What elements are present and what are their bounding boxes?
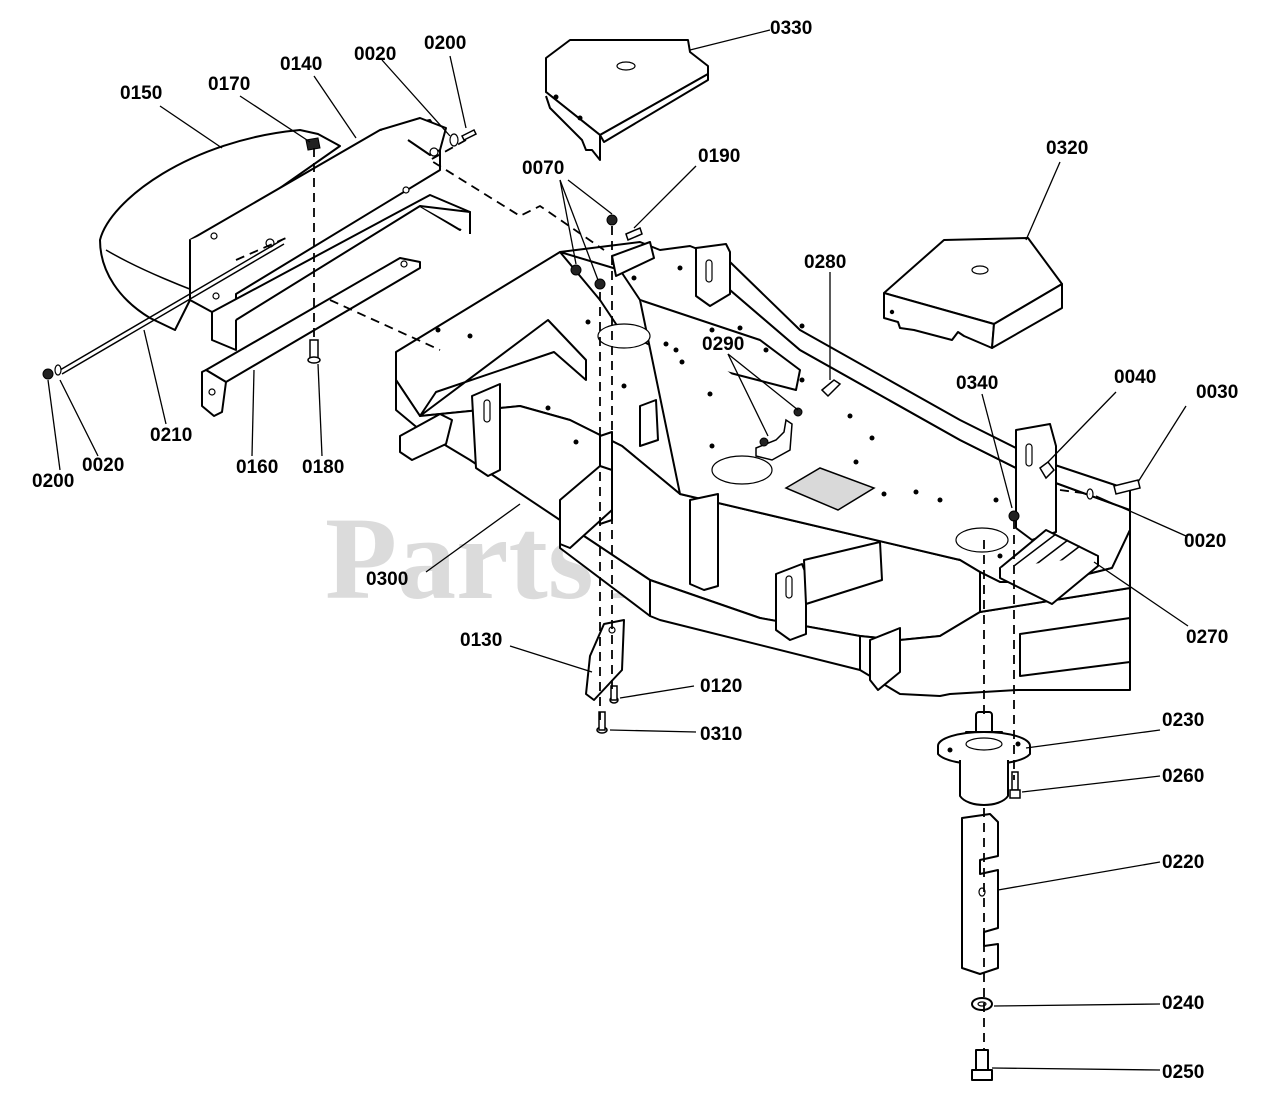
callout-0280[interactable]: 0280 xyxy=(804,252,846,273)
callout-0200-left[interactable]: 0200 xyxy=(32,471,74,492)
deflector-plate-0160[interactable] xyxy=(201,257,421,417)
foot-rest-0270[interactable] xyxy=(999,529,1099,605)
belt-cover-0320[interactable] xyxy=(883,237,1063,349)
leader-lines xyxy=(47,29,1189,1071)
callout-0310[interactable]: 0310 xyxy=(700,724,742,745)
spindle-0230[interactable] xyxy=(937,711,1031,806)
callout-0150[interactable]: 0150 xyxy=(120,83,162,104)
callout-0160[interactable]: 0160 xyxy=(236,457,278,478)
callout-0290[interactable]: 0290 xyxy=(702,334,744,355)
washer-0020-top[interactable] xyxy=(449,133,459,147)
callout-0130[interactable]: 0130 xyxy=(460,630,502,651)
washer-0240[interactable] xyxy=(971,997,993,1011)
callout-0340[interactable]: 0340 xyxy=(956,373,998,394)
bracket-0130[interactable] xyxy=(585,619,625,701)
callout-0200-top[interactable]: 0200 xyxy=(424,33,466,54)
callout-0120[interactable]: 0120 xyxy=(700,676,742,697)
clip-0040[interactable] xyxy=(1039,460,1055,480)
callout-0230[interactable]: 0230 xyxy=(1162,710,1204,731)
deflector-bracket-0140[interactable] xyxy=(189,117,471,351)
callout-0070[interactable]: 0070 xyxy=(522,158,564,179)
bolt-0190[interactable] xyxy=(625,226,643,242)
callout-0190[interactable]: 0190 xyxy=(698,146,740,167)
bolt-0280[interactable] xyxy=(820,379,842,398)
callout-0210[interactable]: 0210 xyxy=(150,425,192,446)
callout-0180[interactable]: 0180 xyxy=(302,457,344,478)
mower-deck-0300[interactable] xyxy=(395,241,1131,697)
callout-0240[interactable]: 0240 xyxy=(1162,993,1204,1014)
callout-0220[interactable]: 0220 xyxy=(1162,852,1204,873)
washer-0020-left[interactable] xyxy=(54,364,62,376)
callout-0330[interactable]: 0330 xyxy=(770,18,812,39)
nut-0200-left[interactable] xyxy=(42,368,54,380)
rod-0210[interactable] xyxy=(59,239,285,375)
bolt-0260[interactable] xyxy=(1009,771,1021,799)
callout-0270[interactable]: 0270 xyxy=(1186,627,1228,648)
nut-0170[interactable] xyxy=(305,137,321,151)
bolt-0250[interactable] xyxy=(971,1049,993,1081)
callout-0320[interactable]: 0320 xyxy=(1046,138,1088,159)
callout-0260[interactable]: 0260 xyxy=(1162,766,1204,787)
callout-0030[interactable]: 0030 xyxy=(1196,382,1238,403)
deck-holes xyxy=(435,265,1003,559)
callout-0040[interactable]: 0040 xyxy=(1114,367,1156,388)
nut-0340[interactable] xyxy=(1008,510,1020,522)
callout-0300[interactable]: 0300 xyxy=(366,569,408,590)
belt-cover-0330[interactable] xyxy=(545,39,709,161)
nuts-0070[interactable] xyxy=(570,214,618,290)
callout-0020-left[interactable]: 0020 xyxy=(82,455,124,476)
bracket-0290[interactable] xyxy=(755,407,803,461)
bolt-0180[interactable] xyxy=(307,339,321,364)
callout-0170[interactable]: 0170 xyxy=(208,74,250,95)
callout-0020-top[interactable]: 0020 xyxy=(354,44,396,65)
assembly-lines xyxy=(235,139,1091,1050)
callout-0140[interactable]: 0140 xyxy=(280,54,322,75)
blade-0220[interactable] xyxy=(961,813,999,975)
bolt-0030[interactable] xyxy=(1113,479,1141,495)
bolt-0310[interactable] xyxy=(596,711,608,734)
bolt-0200-top[interactable] xyxy=(460,128,478,142)
screw-0120[interactable] xyxy=(609,685,619,704)
callout-0020-right[interactable]: 0020 xyxy=(1184,531,1226,552)
callout-labels: 0330 0320 0150 0170 0140 0020 0200 0070 … xyxy=(32,18,1238,1083)
callout-0250[interactable]: 0250 xyxy=(1162,1062,1204,1083)
